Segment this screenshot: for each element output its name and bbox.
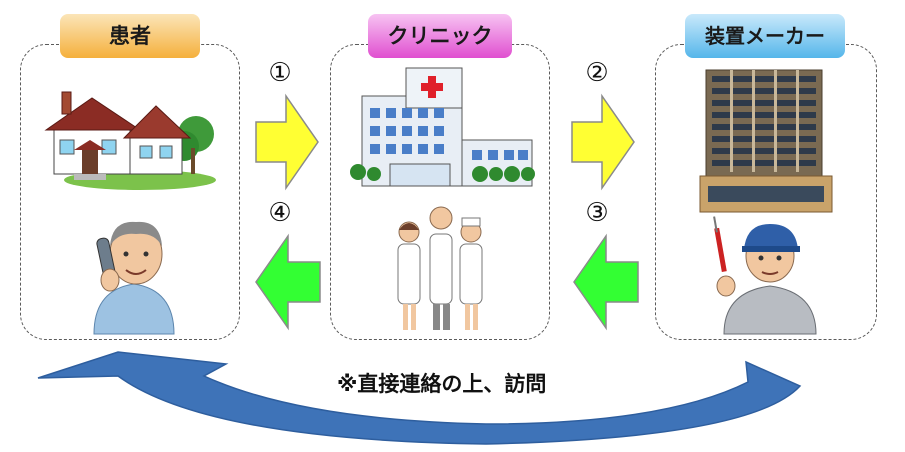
- house-icon: [44, 91, 216, 190]
- clinic-label: クリニック: [368, 14, 512, 58]
- step-1-number: ①: [268, 58, 292, 88]
- office-building-icon: [699, 69, 833, 213]
- medical-staff-icon: [397, 206, 483, 330]
- visit-note: ※直接連絡の上、訪問: [337, 372, 547, 396]
- maker-label: 装置メーカー: [685, 14, 845, 58]
- hospital-building-icon: [350, 67, 535, 187]
- patient-label: 患者: [60, 14, 200, 58]
- return-visit-arrow: [37, 351, 802, 445]
- step-3-number: ③: [585, 198, 609, 228]
- step-2-number: ②: [585, 58, 609, 88]
- arrow-step-1: [255, 93, 319, 191]
- step-4-number: ④: [268, 198, 292, 228]
- arrow-step-3: [573, 233, 639, 331]
- phone-caller-icon: [93, 221, 175, 335]
- arrow-step-4: [255, 233, 321, 331]
- repair-technician-icon: [713, 216, 817, 335]
- arrow-step-2: [571, 93, 635, 191]
